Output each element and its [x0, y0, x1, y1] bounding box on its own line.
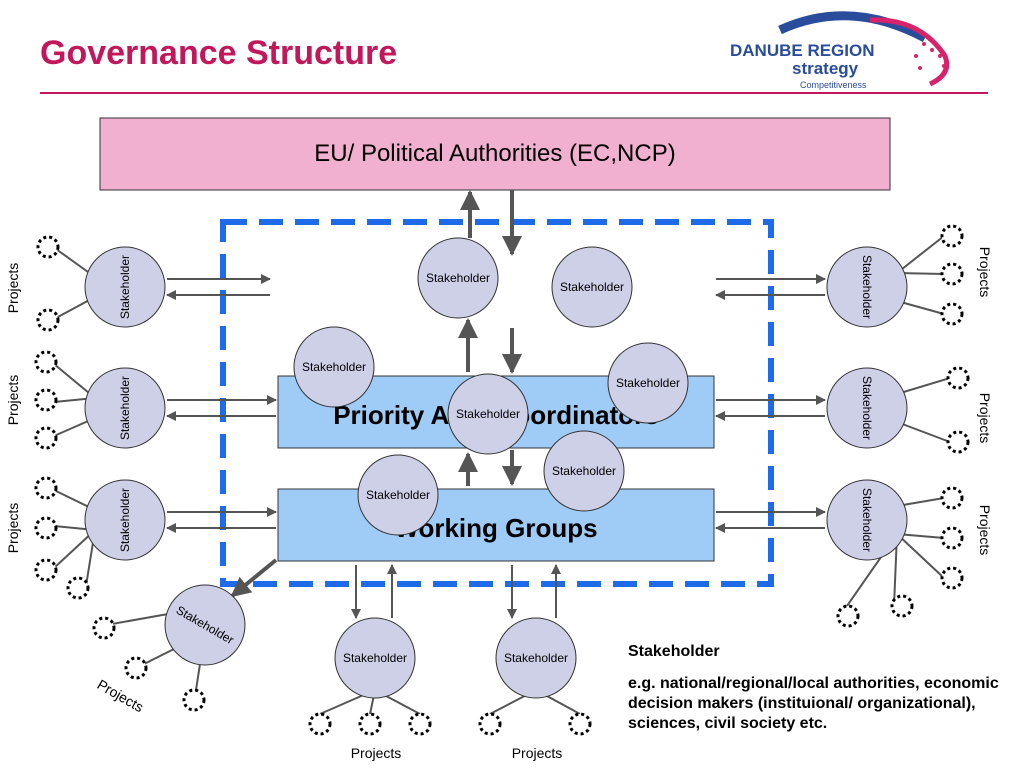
stakeholder-label: Stakeholder	[552, 464, 616, 478]
logo-line2: strategy	[792, 59, 859, 78]
stakeholder-circle	[826, 367, 908, 449]
projects-label: Projects	[5, 375, 21, 426]
title-divider	[40, 92, 988, 94]
logo-line1: DANUBE REGION	[730, 41, 875, 60]
stakeholder-circle	[164, 584, 246, 666]
legend-description: e.g. national/regional/local authorities…	[628, 675, 999, 732]
stakeholder-circle	[293, 326, 375, 408]
stakeholder-label: Stakeholder	[504, 651, 568, 665]
stakeholder-label: Stakeholder	[860, 255, 874, 319]
stakeholder-circle	[826, 246, 908, 328]
project-circle	[34, 516, 58, 540]
stakeholder-circle	[551, 246, 633, 328]
project-link	[896, 533, 945, 579]
projects-label: Projects	[977, 247, 993, 298]
project-circle	[34, 388, 58, 412]
stakeholder-label: Stakeholder	[343, 651, 407, 665]
authority-box-label: EU/ Political Authorities (EC,NCP)	[314, 140, 675, 167]
project-link	[143, 647, 177, 665]
project-link	[896, 497, 945, 507]
project-circle	[92, 616, 116, 640]
project-circle	[308, 712, 332, 736]
logo-line3: Competitiveness	[800, 80, 867, 90]
project-circle	[940, 486, 964, 510]
stakeholder-circle	[607, 342, 689, 424]
project-circle	[940, 566, 964, 590]
stakeholder-label: Stakeholder	[616, 376, 680, 390]
stakeholder-label: Stakeholder	[426, 271, 490, 285]
stakeholder-circle	[84, 479, 166, 561]
stakeholder-circle	[495, 617, 577, 699]
project-link	[896, 300, 945, 315]
projects-label: Projects	[351, 745, 402, 761]
page-title: Governance Structure	[40, 34, 398, 72]
stakeholder-circle	[84, 246, 166, 328]
project-circle	[34, 426, 58, 450]
stakeholder-label: Stakeholder	[302, 360, 366, 374]
stakeholder-circle	[447, 373, 529, 455]
projects-label: Projects	[512, 745, 563, 761]
stakeholder-label: Stakeholder	[118, 488, 132, 552]
project-circle	[36, 235, 60, 259]
stakeholder-label: Stakeholder	[860, 488, 874, 552]
stakeholder-label: Stakeholder	[560, 280, 624, 294]
danube-region-logo: DANUBE REGION strategy Competitiveness	[730, 11, 950, 90]
legend: Stakeholder e.g. national/regional/local…	[628, 642, 1018, 734]
arrow-wg-bottom-left	[230, 558, 278, 598]
project-link	[896, 377, 951, 395]
project-link	[195, 663, 201, 691]
project-circle	[34, 558, 58, 582]
stakeholder-label: Stakeholder	[860, 376, 874, 440]
project-circle	[940, 224, 964, 248]
project-circle	[836, 604, 860, 628]
project-circle	[940, 302, 964, 326]
legend-heading: Stakeholder	[628, 643, 720, 660]
project-link	[111, 613, 169, 625]
project-link	[896, 235, 945, 274]
stakeholder-circle	[826, 479, 908, 561]
stakeholder-circle	[417, 237, 499, 319]
project-link	[896, 533, 945, 539]
project-circle	[890, 594, 914, 618]
project-circle	[568, 712, 592, 736]
project-circle	[946, 366, 970, 390]
project-circle	[946, 430, 970, 454]
authority-box	[99, 117, 891, 191]
stakeholder-label: Stakeholder	[366, 488, 430, 502]
stakeholder-circle	[357, 454, 439, 536]
projects-label: Projects	[5, 263, 21, 314]
project-circle	[940, 526, 964, 550]
project-circle	[408, 712, 432, 736]
project-circle	[182, 688, 206, 712]
stakeholder-circle	[84, 367, 166, 449]
project-circle	[358, 712, 382, 736]
projects-label: Projects	[977, 505, 993, 556]
project-circle	[478, 712, 502, 736]
stakeholder-label: Stakeholder	[118, 255, 132, 319]
projects-label: Projects	[95, 676, 147, 715]
stakeholder-circle	[543, 430, 625, 512]
working-groups-box	[277, 488, 715, 562]
project-circle	[36, 308, 60, 332]
projects-label: Projects	[977, 393, 993, 444]
stakeholder-label: Stakeholder	[118, 376, 132, 440]
stakeholder-label: Stakeholder	[456, 407, 520, 421]
project-link	[896, 421, 951, 443]
dashed-frame	[220, 219, 774, 587]
project-circle	[34, 350, 58, 374]
stakeholder-circle	[334, 617, 416, 699]
projects-label: Projects	[5, 503, 21, 554]
project-circle	[34, 476, 58, 500]
project-circle	[124, 656, 148, 680]
project-circle	[940, 262, 964, 286]
project-circle	[66, 576, 90, 600]
